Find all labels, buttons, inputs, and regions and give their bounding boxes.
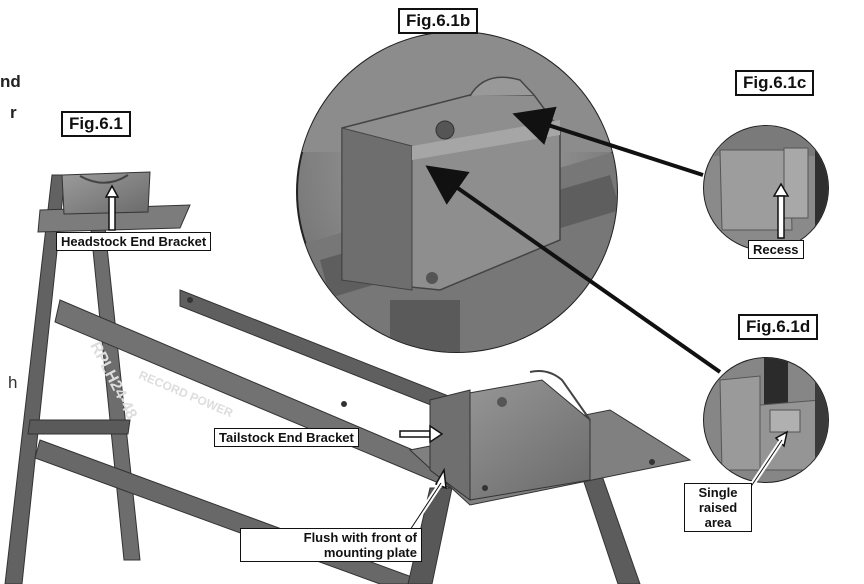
callout-single-line-3: area bbox=[704, 515, 732, 530]
callout-single-line-1: Single bbox=[698, 485, 738, 500]
pointer-arrows bbox=[425, 106, 722, 374]
callout-single-line-2: raised bbox=[698, 500, 738, 515]
callout-tailstock-end-bracket: Tailstock End Bracket bbox=[214, 428, 359, 447]
callout-headstock-end-bracket: Headstock End Bracket bbox=[56, 232, 212, 251]
fig-label-main: Fig.6.1 bbox=[61, 111, 131, 137]
callout-flush-line-1: Flush with front of bbox=[303, 530, 417, 545]
callout-arrows bbox=[104, 182, 790, 532]
fig-label-c: Fig.6.1c bbox=[735, 70, 815, 96]
margin-text-mid: h bbox=[8, 373, 18, 392]
callout-flush-with-front: Flush with front of mounting plate bbox=[240, 528, 422, 562]
fig-6-1b-zoom bbox=[296, 31, 618, 353]
callout-single-raised-area: Single raised area bbox=[684, 483, 752, 532]
callout-flush-line-2: mounting plate bbox=[323, 545, 417, 560]
margin-text-top-1: nd bbox=[0, 72, 21, 91]
fig-label-b: Fig.6.1b bbox=[398, 8, 479, 34]
callout-recess: Recess bbox=[748, 240, 804, 259]
fig-6-1c-zoom bbox=[703, 125, 829, 251]
fig-label-d: Fig.6.1d bbox=[738, 314, 819, 340]
margin-text-top-2: r bbox=[10, 103, 17, 122]
stand-frame bbox=[4, 171, 692, 584]
